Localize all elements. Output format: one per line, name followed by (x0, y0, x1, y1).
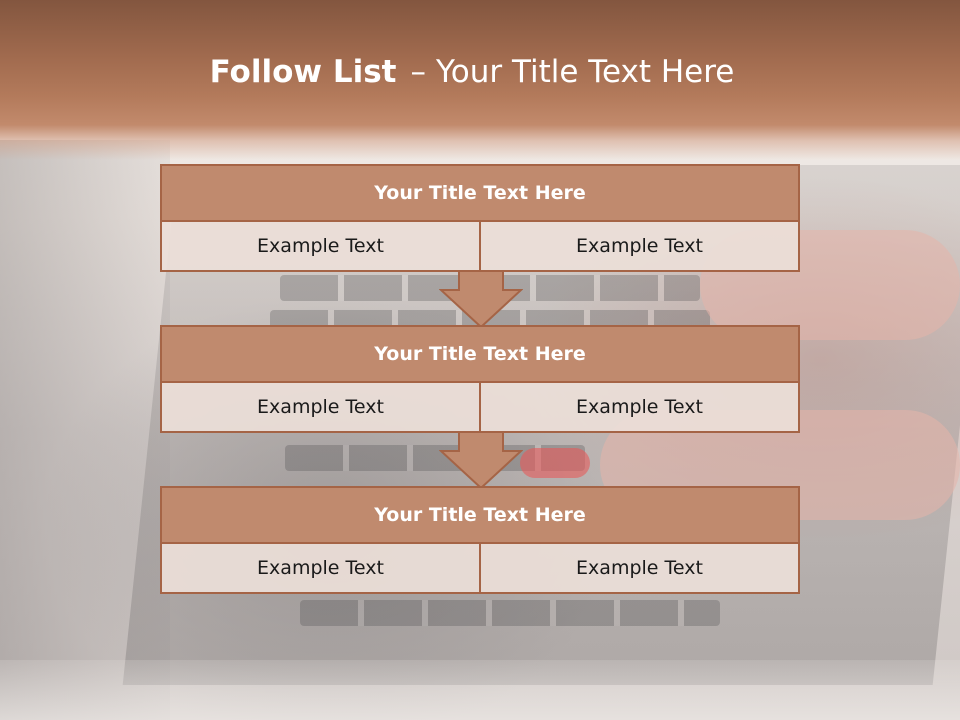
block-cell-left: Example Text (160, 544, 481, 594)
block-row: Example Text Example Text (160, 383, 800, 433)
list-block-1: Your Title Text Here Example Text Exampl… (160, 164, 800, 272)
block-row: Example Text Example Text (160, 544, 800, 594)
block-heading: Your Title Text Here (160, 486, 800, 544)
slide-title-separator: – (410, 54, 426, 90)
block-heading: Your Title Text Here (160, 164, 800, 222)
block-row: Example Text Example Text (160, 222, 800, 272)
slide-title: Follow List–Your Title Text Here (0, 54, 944, 90)
list-block-2: Your Title Text Here Example Text Exampl… (160, 325, 800, 433)
background-bottom-strip (0, 660, 960, 720)
down-arrow-icon (439, 431, 523, 489)
block-cell-right: Example Text (481, 383, 800, 433)
block-cell-right: Example Text (481, 544, 800, 594)
block-heading: Your Title Text Here (160, 325, 800, 383)
slide-title-rest: Your Title Text Here (435, 54, 735, 90)
slide-title-bold: Follow List (209, 54, 397, 90)
down-arrow-icon (439, 270, 523, 328)
block-cell-left: Example Text (160, 222, 481, 272)
block-cell-right: Example Text (481, 222, 800, 272)
block-cell-left: Example Text (160, 383, 481, 433)
header-band (0, 0, 960, 160)
list-block-3: Your Title Text Here Example Text Exampl… (160, 486, 800, 594)
keyboard-row (300, 600, 720, 626)
laptop-screen-edge (0, 140, 170, 720)
fingernail-shape (520, 448, 590, 478)
